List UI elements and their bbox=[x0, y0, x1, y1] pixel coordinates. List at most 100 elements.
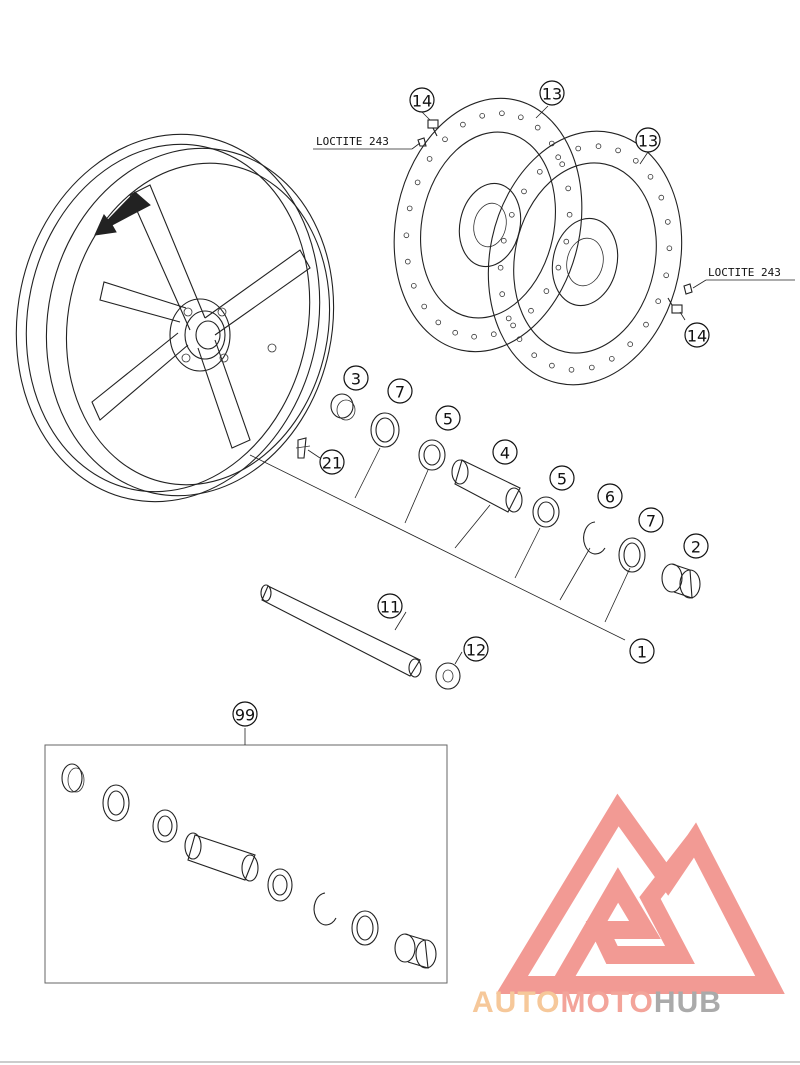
loctite-label-right: LOCTITE 243 bbox=[708, 266, 781, 279]
drill-hole bbox=[658, 194, 665, 201]
drill-hole bbox=[500, 237, 507, 244]
disc-screw-top bbox=[417, 119, 439, 147]
drill-hole bbox=[575, 145, 581, 152]
drill-hole bbox=[517, 114, 524, 121]
callout-number: 1 bbox=[637, 643, 647, 662]
kit-box-99 bbox=[44, 744, 448, 984]
drill-hole bbox=[435, 319, 442, 326]
brake-disc-right bbox=[487, 130, 683, 386]
callout-number: 21 bbox=[322, 454, 342, 473]
drill-hole bbox=[479, 113, 486, 119]
callout-circle bbox=[232, 701, 258, 727]
drill-hole bbox=[555, 154, 561, 161]
callout-number: 6 bbox=[605, 488, 615, 507]
callout-circle bbox=[597, 483, 623, 509]
drill-hole bbox=[666, 245, 673, 252]
drill-hole bbox=[627, 341, 633, 348]
drill-hole bbox=[655, 298, 661, 305]
drill-hole bbox=[490, 331, 497, 338]
axle-nut-12 bbox=[435, 662, 461, 690]
callout-number: 2 bbox=[691, 538, 701, 557]
callout-c12: 12 bbox=[463, 636, 489, 662]
drill-hole bbox=[536, 169, 543, 175]
callout-number: 12 bbox=[466, 641, 486, 660]
spacer-2 bbox=[661, 563, 701, 599]
callout-circle bbox=[539, 80, 565, 106]
callout-number: 14 bbox=[412, 92, 432, 111]
brake-disc-left bbox=[393, 97, 583, 353]
drill-hole bbox=[565, 185, 571, 192]
callout-number: 3 bbox=[351, 370, 361, 389]
bearing-5-left bbox=[418, 439, 446, 471]
drill-hole bbox=[568, 366, 575, 373]
drill-hole bbox=[549, 362, 555, 369]
watermark-word-hub: HUB bbox=[654, 986, 722, 1019]
drill-hole bbox=[559, 161, 565, 168]
front-wheel bbox=[15, 133, 335, 503]
callout-circle bbox=[492, 439, 518, 465]
drill-hole bbox=[534, 124, 541, 131]
callout-c4: 4 bbox=[492, 439, 518, 465]
callout-c11: 11 bbox=[377, 593, 403, 619]
drill-hole bbox=[499, 291, 506, 297]
drill-hole bbox=[516, 336, 523, 343]
watermark-word-auto: AUTO bbox=[472, 986, 560, 1019]
callout-c13a: 13 bbox=[539, 80, 565, 106]
callout-number: 99 bbox=[235, 706, 255, 725]
drill-hole bbox=[663, 272, 669, 279]
drill-hole bbox=[664, 219, 671, 225]
distance-sleeve-4 bbox=[451, 459, 523, 513]
drill-hole bbox=[531, 352, 537, 359]
callout-circle bbox=[435, 405, 461, 431]
drill-hole bbox=[410, 282, 417, 289]
drill-hole bbox=[608, 355, 615, 362]
seal-ring-7-right bbox=[618, 537, 646, 573]
watermark-word-moto: MOTO bbox=[560, 986, 653, 1019]
drill-hole bbox=[403, 232, 410, 239]
drill-hole bbox=[499, 110, 505, 117]
callout-number: 7 bbox=[395, 383, 405, 402]
callout-circle bbox=[377, 593, 403, 619]
callout-circle bbox=[387, 378, 413, 404]
callout-number: 5 bbox=[557, 470, 567, 489]
callout-c1: 1 bbox=[629, 638, 655, 664]
callout-number: 4 bbox=[500, 444, 510, 463]
callout-c14a: 14 bbox=[409, 87, 435, 113]
callout-number: 11 bbox=[380, 598, 400, 617]
callout-circle bbox=[638, 507, 664, 533]
callout-circle bbox=[319, 449, 345, 475]
drill-hole bbox=[510, 322, 516, 329]
axle-11 bbox=[260, 584, 422, 678]
callout-circle bbox=[684, 322, 710, 348]
callout-circle bbox=[629, 638, 655, 664]
callout-c14b: 14 bbox=[684, 322, 710, 348]
drill-hole bbox=[421, 303, 428, 310]
drill-hole bbox=[426, 156, 433, 162]
drill-hole bbox=[452, 329, 459, 336]
disc-drill-holes bbox=[403, 110, 673, 373]
drill-hole bbox=[632, 158, 639, 164]
drill-hole bbox=[615, 147, 621, 154]
drill-hole bbox=[555, 264, 562, 271]
callout-number: 7 bbox=[646, 512, 656, 531]
drill-hole bbox=[595, 143, 602, 150]
callout-c5b: 5 bbox=[549, 465, 575, 491]
drill-hole bbox=[528, 307, 534, 314]
drill-hole bbox=[508, 212, 515, 218]
drill-hole bbox=[563, 238, 570, 245]
callout-number: 14 bbox=[687, 327, 707, 346]
drill-hole bbox=[566, 211, 573, 218]
drill-hole bbox=[406, 205, 413, 212]
drill-hole bbox=[643, 321, 649, 328]
kit-parts bbox=[61, 763, 437, 969]
callout-circle bbox=[683, 533, 709, 559]
callout-number: 13 bbox=[638, 132, 658, 151]
disc-screw-right bbox=[667, 283, 693, 314]
loctite-label-top: LOCTITE 243 bbox=[316, 135, 389, 148]
callout-c13b: 13 bbox=[635, 127, 661, 153]
circlip-6 bbox=[583, 521, 606, 555]
rotation-arrow-icon bbox=[94, 191, 151, 236]
drill-hole bbox=[442, 136, 448, 143]
